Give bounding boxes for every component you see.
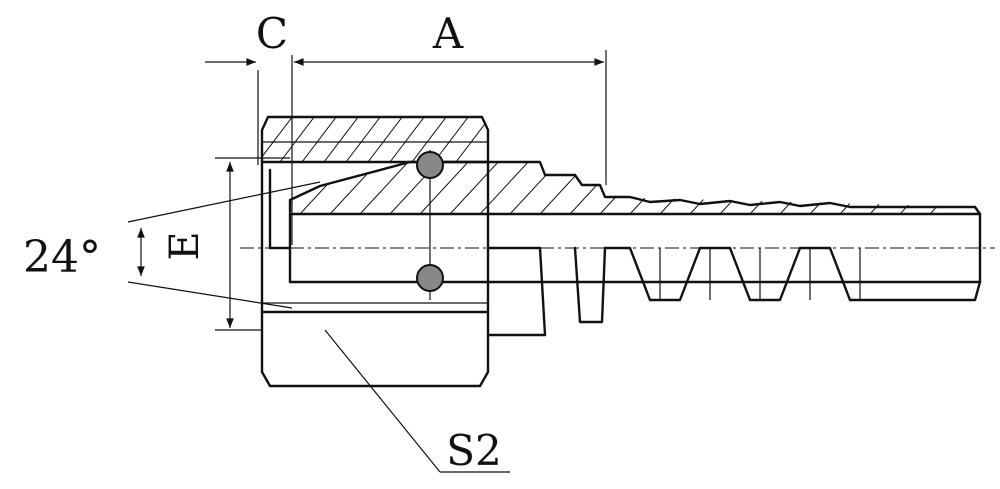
label-c: C — [256, 9, 288, 58]
locking-balls — [416, 150, 444, 300]
leader-s2 — [324, 329, 510, 473]
label-e: E — [162, 231, 208, 260]
label-angle: 24° — [23, 232, 101, 283]
label-a: A — [432, 9, 464, 58]
label-s2: S2 — [446, 426, 502, 475]
nut-lower-hex — [260, 160, 490, 388]
nipple-upper-section — [288, 160, 982, 216]
dimension-c-a — [205, 50, 607, 245]
nut-upper-section — [260, 115, 490, 164]
dimension-e-angle — [127, 157, 321, 331]
nipple-lower-exterior — [268, 168, 982, 337]
